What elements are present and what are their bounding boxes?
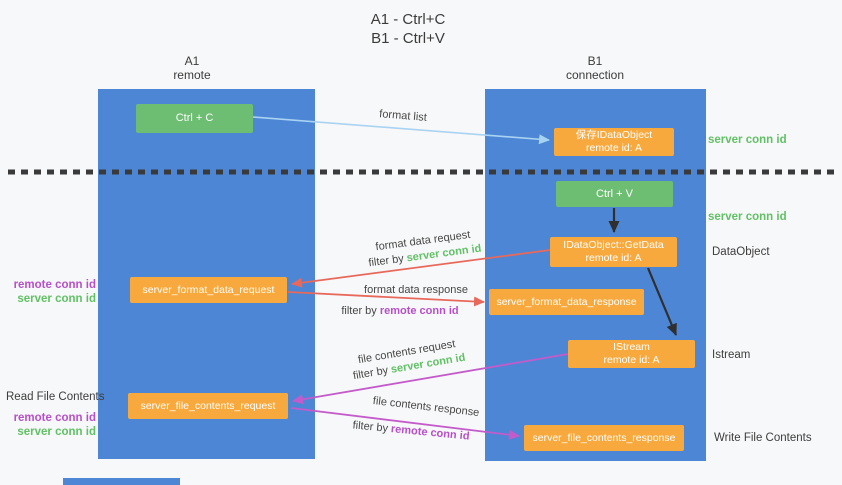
column-b1-subtitle: connection (565, 68, 625, 82)
left-label-server-conn-id-bottom: server conn id (17, 426, 96, 438)
node-server-format-data-request-label: server_format_data_request (142, 283, 275, 296)
left-label-read-file-contents: Read File Contents (6, 391, 105, 403)
filter-by-text: filter by (367, 252, 405, 270)
right-label-istream: Istream (712, 349, 751, 361)
left-label-remote-conn-id-top: remote conn id (13, 279, 96, 291)
left-label-remote-conn-id-bottom: remote conn id (13, 412, 96, 424)
right-label-write-file-contents: Write File Contents (714, 432, 812, 444)
edge-label-format-data-request: format data request filter byserver conn… (358, 226, 491, 273)
edge-label-file-contents-request: file contents request filter byserver co… (341, 334, 474, 385)
node-idataobject-getdata-line1: IDataObject::GetData (563, 239, 664, 251)
window-fragment (63, 478, 180, 485)
node-server-format-data-response: server_format_data_response (489, 289, 644, 315)
column-a1-subtitle: remote (173, 68, 211, 82)
filter-remote-conn-id: remote conn id (379, 305, 459, 317)
left-label-server-conn-id-top: server conn id (17, 293, 96, 305)
node-ctrl-v-label: Ctrl + V (596, 187, 633, 200)
right-label-server-conn-id-mid: server conn id (708, 211, 787, 223)
right-label-dataobject: DataObject (712, 246, 770, 258)
column-a1-name: A1 (184, 54, 200, 68)
node-istream-line1: IStream (613, 341, 650, 353)
node-ctrl-c-label: Ctrl + C (175, 112, 214, 124)
node-idataobject-getdata-line2: remote id: A (585, 252, 642, 264)
column-b1-name: B1 (587, 54, 603, 68)
node-server-file-contents-request-label: server_file_contents_request (140, 399, 276, 412)
edge-label-format-data-response: format data response (364, 284, 468, 296)
node-server-file-contents-request: server_file_contents_request (128, 393, 288, 419)
node-istream-line2: remote id: A (603, 354, 660, 366)
node-ctrl-v: Ctrl + V (556, 181, 673, 207)
node-ctrl-c: Ctrl + C (136, 104, 253, 133)
node-server-format-data-request: server_format_data_request (130, 277, 287, 303)
column-header-a1: A1 remote (122, 54, 262, 82)
column-header-b1: B1 connection (525, 54, 665, 82)
title-line-2: B1 - Ctrl+V (371, 30, 445, 47)
right-label-server-conn-id-top: server conn id (708, 134, 787, 146)
filter-remote-conn-id: remote conn id (390, 423, 471, 443)
edge-label-format-list: format list (378, 108, 428, 124)
filter-by-text: filter by (352, 419, 389, 435)
title-line-1: A1 - Ctrl+C (370, 11, 446, 28)
node-server-format-data-response-label: server_format_data_response (496, 295, 637, 308)
filter-by-text: filter by (341, 305, 377, 317)
diagram-title: A1 - Ctrl+C B1 - Ctrl+V (308, 10, 508, 48)
node-server-file-contents-response: server_file_contents_response (524, 425, 684, 451)
node-idataobject-getdata: IDataObject::GetData remote id: A (550, 237, 677, 267)
node-save-idataobject-line2: remote id: A (585, 142, 643, 154)
node-save-idataobject-line1: 保存IDataObject (575, 129, 653, 141)
edge-label-file-contents-response: file contents response (372, 394, 480, 420)
node-server-file-contents-response-label: server_file_contents_response (532, 431, 676, 444)
node-save-idataobject: 保存IDataObject remote id: A (554, 128, 674, 156)
node-istream: IStream remote id: A (568, 340, 695, 368)
